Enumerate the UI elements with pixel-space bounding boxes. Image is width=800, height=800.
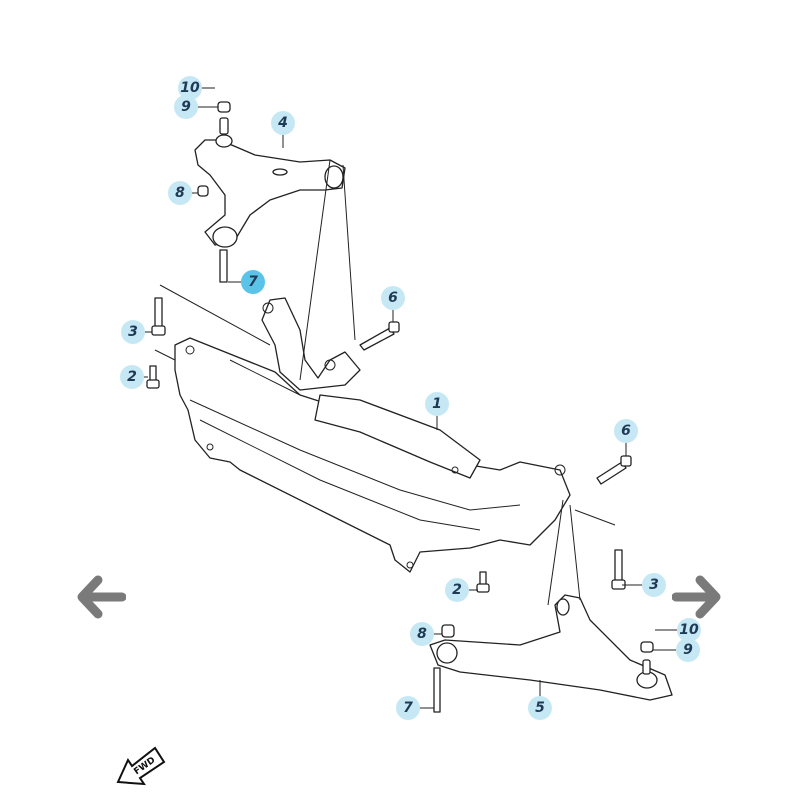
svg-text:10: 10 — [180, 80, 200, 96]
svg-text:9: 9 — [181, 99, 191, 115]
arrow-right-icon — [671, 575, 721, 619]
lower-control-arm — [429, 499, 673, 713]
svg-text:8: 8 — [175, 185, 185, 201]
callout-8-upper[interactable]: 8 — [168, 181, 192, 205]
svg-text:9: 9 — [683, 642, 693, 658]
svg-text:8: 8 — [417, 626, 427, 642]
svg-text:7: 7 — [403, 700, 413, 716]
leader-lines — [142, 87, 679, 709]
callout-8-lower[interactable]: 8 — [410, 622, 434, 646]
callout-3-left[interactable]: 3 — [121, 320, 145, 344]
svg-text:6: 6 — [621, 423, 631, 439]
arrow-left-icon — [77, 575, 127, 619]
svg-text:10: 10 — [679, 622, 699, 638]
callout-10-lower[interactable]: 10 — [677, 618, 701, 642]
svg-text:1: 1 — [432, 396, 442, 412]
callout-5[interactable]: 5 — [528, 696, 552, 720]
svg-text:2: 2 — [452, 582, 462, 598]
callout-2-lower[interactable]: 2 — [445, 578, 469, 602]
svg-text:6: 6 — [388, 290, 398, 306]
subframe-crossmember — [174, 297, 571, 573]
callout-7-upper[interactable]: 7 — [241, 270, 265, 294]
svg-text:4: 4 — [277, 115, 288, 131]
callout-9-lower[interactable]: 9 — [676, 638, 700, 662]
fwd-arrow-icon: FWD — [116, 746, 166, 786]
svg-text:5: 5 — [535, 700, 545, 716]
callout-3-right[interactable]: 3 — [642, 573, 666, 597]
callout-6-right[interactable]: 6 — [614, 419, 638, 443]
svg-text:2: 2 — [127, 369, 137, 385]
svg-text:3: 3 — [649, 577, 659, 593]
svg-text:7: 7 — [248, 274, 258, 290]
callout-1[interactable]: 1 — [425, 392, 449, 416]
callout-2-left[interactable]: 2 — [120, 365, 144, 389]
previous-button[interactable] — [76, 572, 127, 622]
svg-text:3: 3 — [128, 324, 138, 340]
upper-control-arm — [194, 101, 356, 381]
callout-6-upper[interactable]: 6 — [381, 286, 405, 310]
callout-10-upper[interactable]: 10 — [178, 76, 202, 100]
bolts — [146, 297, 632, 593]
callout-9-upper[interactable]: 9 — [174, 95, 198, 119]
callout-7-lower[interactable]: 7 — [396, 696, 420, 720]
callout-4[interactable]: 4 — [271, 111, 295, 135]
next-button[interactable] — [671, 572, 722, 622]
